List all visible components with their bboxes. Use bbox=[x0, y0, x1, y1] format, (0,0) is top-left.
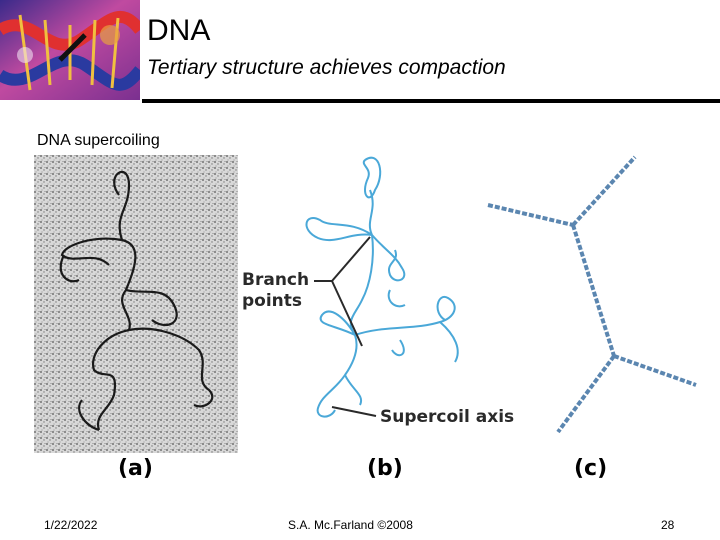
section-heading: DNA supercoiling bbox=[37, 132, 160, 149]
footer-page-number: 28 bbox=[661, 518, 675, 532]
dna-logo-image bbox=[0, 0, 140, 100]
branch-label-line1: Branch bbox=[242, 270, 310, 290]
branch-points-label: Branch points bbox=[242, 270, 309, 312]
branch-label-line2: points bbox=[242, 291, 303, 311]
supercoil-axis-chains bbox=[487, 155, 697, 434]
footer-author: S.A. Mc.Farland ©2008 bbox=[288, 518, 413, 532]
panel-label-b: (b) bbox=[367, 456, 403, 481]
panel-label-a: (a) bbox=[118, 456, 153, 481]
panel-label-c: (c) bbox=[574, 456, 608, 481]
slide-subtitle: Tertiary structure achieves compaction bbox=[147, 56, 506, 79]
supercoiled-dna-loops bbox=[305, 156, 459, 418]
slide-title: DNA bbox=[147, 14, 211, 47]
micrograph-image bbox=[34, 155, 238, 453]
footer-date: 1/22/2022 bbox=[44, 518, 98, 532]
title-divider bbox=[142, 99, 720, 103]
supercoil-axis-label: Supercoil axis bbox=[380, 407, 515, 427]
